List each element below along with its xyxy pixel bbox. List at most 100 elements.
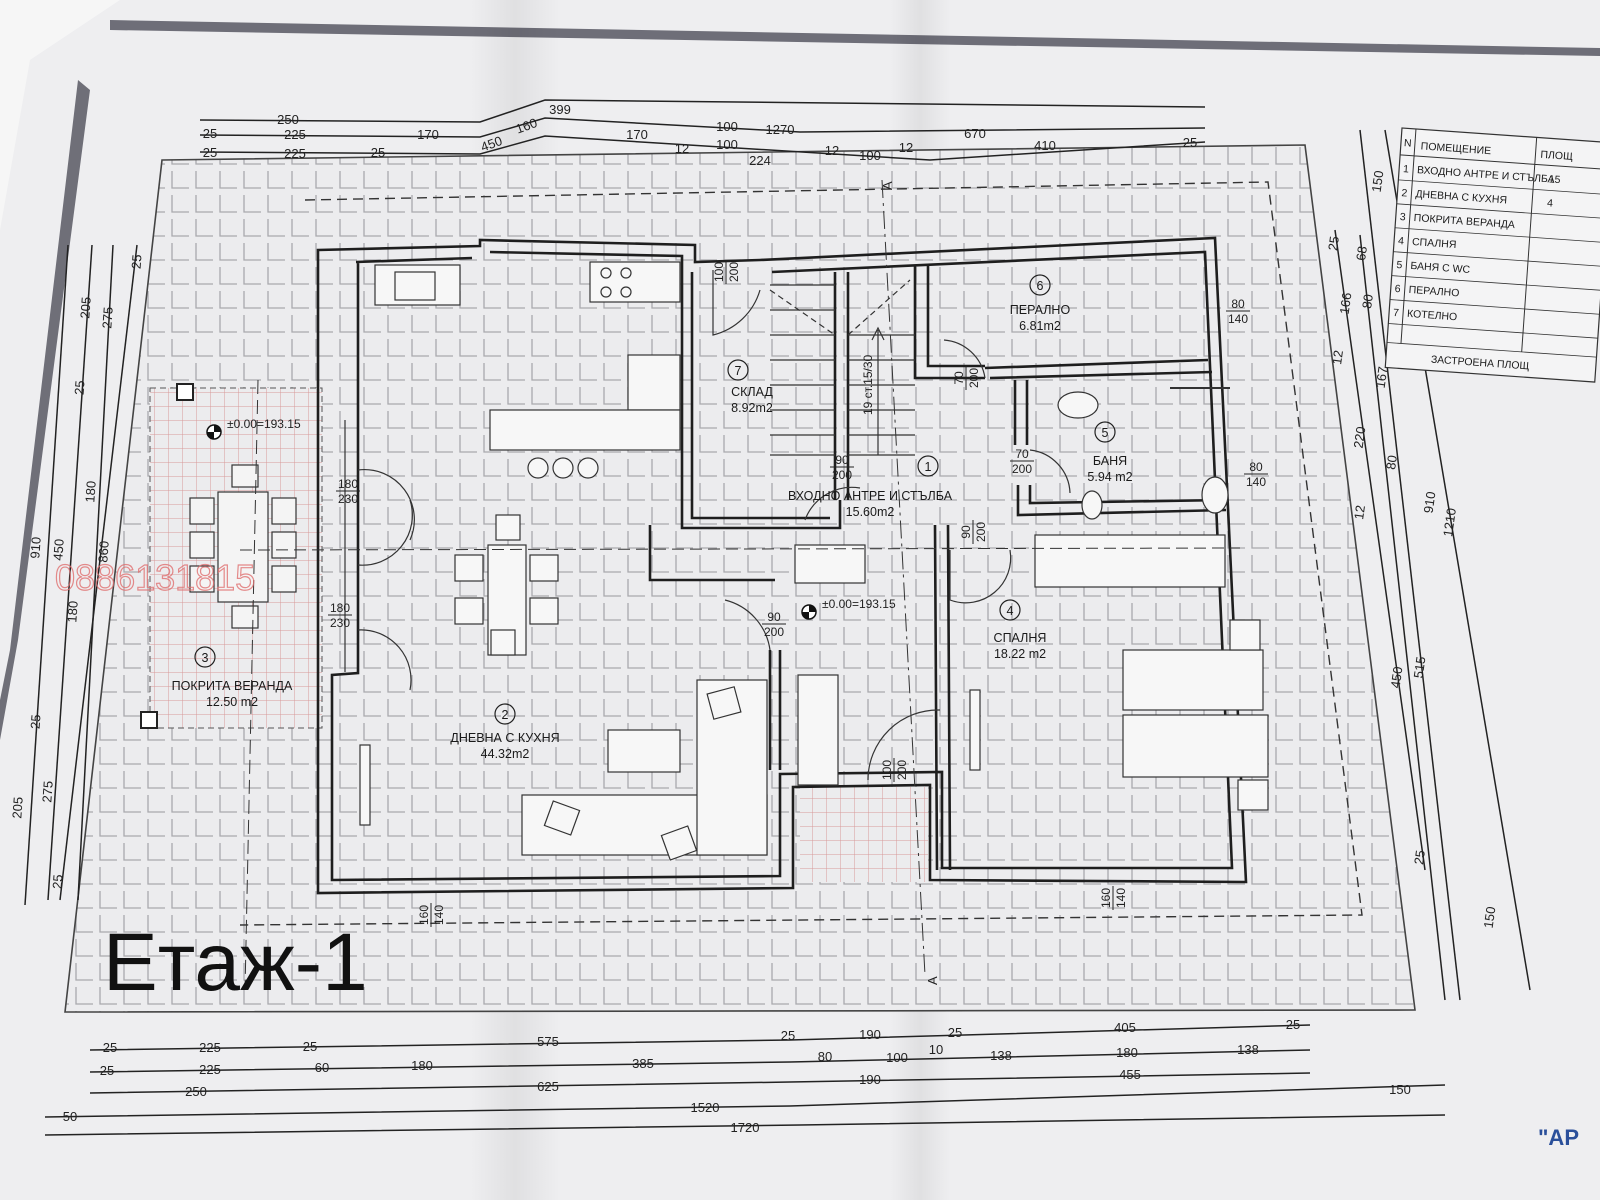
table-row-number: 4 xyxy=(1398,235,1405,247)
room-name: ВХОДНО АНТРЕ И СТЪЛБА xyxy=(788,489,953,503)
opening-width: 180 xyxy=(338,477,358,491)
dimension-right: 68 xyxy=(1353,245,1370,261)
dimension-right: 25 xyxy=(1411,849,1428,865)
room-name: ПОКРИТА ВЕРАНДА xyxy=(172,679,293,693)
section-mark: A xyxy=(925,976,940,985)
title-block-fragment: "АР xyxy=(1538,1125,1579,1150)
dimension-top: 399 xyxy=(549,102,571,117)
dimension-bottom: 225 xyxy=(199,1040,221,1055)
dimension-left: 450 xyxy=(50,538,66,561)
dimension-bottom: 25 xyxy=(303,1039,317,1054)
dimension-right: 80 xyxy=(1359,293,1376,309)
dimension-bottom: 80 xyxy=(818,1049,832,1064)
dimension-bottom: 455 xyxy=(1119,1067,1141,1082)
dimension-bottom: 1720 xyxy=(731,1120,760,1135)
dimension-right: 515 xyxy=(1411,656,1429,680)
opening-width: 70 xyxy=(1015,447,1029,461)
room-number: 2 xyxy=(502,708,509,722)
dimension-top: 160 xyxy=(514,115,540,137)
staircase xyxy=(769,279,915,456)
room-name: БАНЯ xyxy=(1093,454,1127,468)
dimension-bottom: 225 xyxy=(199,1062,221,1077)
dimension-top: 225 xyxy=(284,127,306,142)
dimension-bottom: 385 xyxy=(632,1056,654,1071)
opening-height: 200 xyxy=(967,368,981,388)
section-mark: A xyxy=(880,181,895,190)
opening-width: 100 xyxy=(712,262,726,282)
dimension-left: 275 xyxy=(39,780,55,803)
veranda-dining-table xyxy=(217,491,269,603)
table-row-number: 6 xyxy=(1394,283,1401,295)
room-number: 4 xyxy=(1007,604,1014,618)
dimension-lines xyxy=(24,99,1531,1136)
opening-height: 200 xyxy=(727,262,741,282)
dining-set xyxy=(454,514,559,656)
dimension-left: 25 xyxy=(129,254,145,269)
room-name: СКЛАД xyxy=(731,385,773,399)
opening-width: 80 xyxy=(1231,297,1245,311)
stair-label: 19 ст.15/30 xyxy=(861,354,875,415)
opening-height: 200 xyxy=(895,760,909,780)
dimension-right: 150 xyxy=(1481,906,1499,930)
room-number-circle xyxy=(917,455,939,477)
dimension-top: 224 xyxy=(749,153,771,168)
dimension-bottom: 25 xyxy=(948,1025,962,1040)
room-name: СПАЛНЯ xyxy=(994,631,1047,645)
dimension-left: 910 xyxy=(27,536,43,559)
dimension-top: 410 xyxy=(1034,138,1056,153)
dimension-top: 25 xyxy=(1183,135,1197,150)
dimension-bottom: 575 xyxy=(537,1034,559,1049)
dimension-top: 1270 xyxy=(766,122,795,137)
exterior-walls xyxy=(316,236,1248,895)
dimension-top: 450 xyxy=(479,133,505,155)
dimension-right: 1210 xyxy=(1440,507,1459,538)
room-number-circle xyxy=(1094,421,1116,443)
dimension-top: 250 xyxy=(277,112,299,127)
dimension-right: 25 xyxy=(1325,235,1342,251)
dimension-bottom: 190 xyxy=(859,1027,881,1042)
dimension-bottom: 180 xyxy=(411,1058,433,1073)
column xyxy=(176,383,194,401)
room-number: 3 xyxy=(202,651,209,665)
dimension-top: 170 xyxy=(626,127,648,142)
room-number: 6 xyxy=(1037,279,1044,293)
room-area: 5.94 m2 xyxy=(1087,470,1132,484)
dimension-bottom: 625 xyxy=(537,1079,559,1094)
dimension-top: 225 xyxy=(284,146,306,161)
dimension-top: 670 xyxy=(964,126,986,141)
room-area: 44.32m2 xyxy=(481,747,530,761)
table-row-room: ПЕРАЛНО xyxy=(1408,284,1459,300)
dimension-bottom: 180 xyxy=(1116,1045,1138,1060)
opening-height: 200 xyxy=(832,468,852,482)
opening-height: 200 xyxy=(1012,462,1032,476)
table-header-number: N xyxy=(1404,137,1412,150)
dimension-right: 167 xyxy=(1373,366,1391,390)
dimension-bottom: 150 xyxy=(1389,1082,1411,1097)
opening-width: 180 xyxy=(330,601,350,615)
dimension-right: 150 xyxy=(1369,170,1387,194)
opening-height: 140 xyxy=(432,905,446,925)
dimension-left: 180 xyxy=(82,480,98,503)
table-row-room: БАНЯ С WC xyxy=(1410,260,1471,276)
bathroom-fixtures xyxy=(1057,387,1230,520)
opening-width: 90 xyxy=(767,610,781,624)
section-line-horizontal xyxy=(239,547,1241,551)
dimension-bottom: 138 xyxy=(990,1048,1012,1063)
column xyxy=(140,711,158,729)
dimension-right: 220 xyxy=(1351,426,1369,450)
door-swings xyxy=(357,270,1071,781)
table-row-room: СПАЛНЯ xyxy=(1412,236,1457,251)
dimension-top: 25 xyxy=(203,126,217,141)
dimension-right: 80 xyxy=(1383,454,1400,470)
dimension-left: 860 xyxy=(95,540,111,563)
room-number: 1 xyxy=(925,460,932,474)
dimension-top: 12 xyxy=(825,143,839,158)
elevation-mark: ±0.00=193.15 xyxy=(206,417,301,440)
